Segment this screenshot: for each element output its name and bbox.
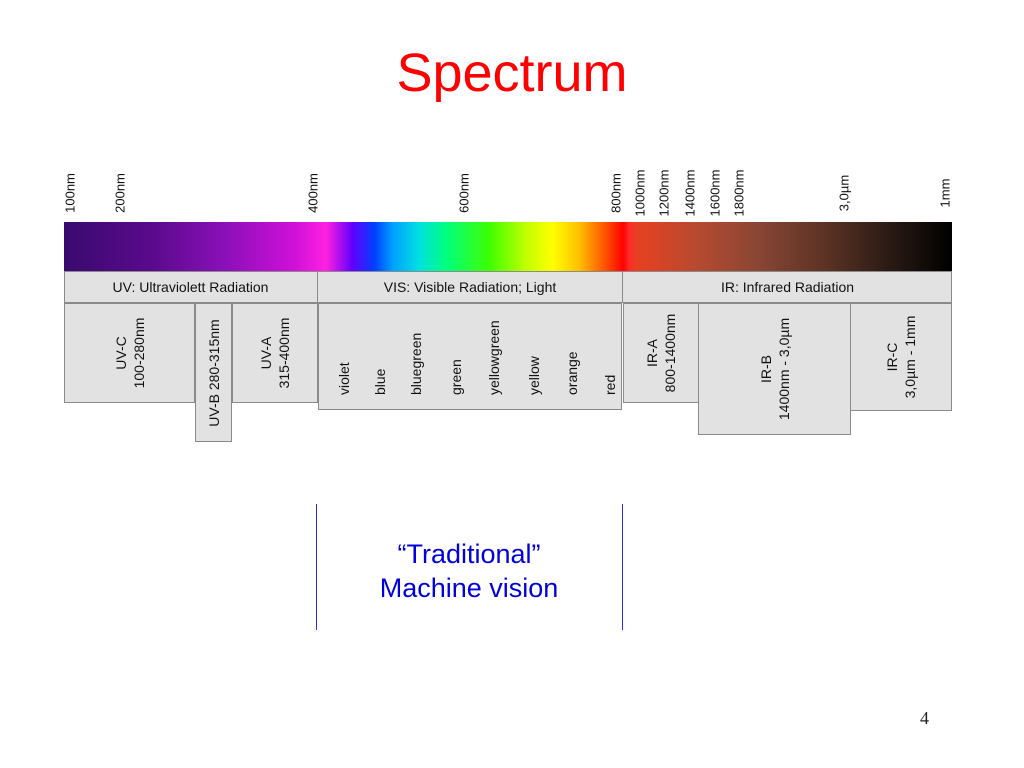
tick-3um: 3,0µm xyxy=(836,174,852,212)
band-ir-b-label: IR-B 1400nm - 3,0µm xyxy=(757,317,792,421)
tick-1600nm: 1600nm xyxy=(707,169,723,217)
region-label-uv: UV: Ultraviolett Radiation xyxy=(112,279,269,295)
band-uv-c: UV-C 100-280nm xyxy=(64,303,195,403)
tick-1400nm: 1400nm xyxy=(682,169,698,217)
band-uv-b-label: UV-B 280-315nm xyxy=(205,318,222,427)
machine-vision-label: “Traditional” Machine vision xyxy=(379,539,559,603)
band-uv-a: UV-A 315-400nm xyxy=(232,303,318,403)
slide-title: Spectrum xyxy=(396,43,628,103)
spectrum-bar xyxy=(64,222,952,271)
region-header-row xyxy=(64,271,952,303)
tick-1200nm: 1200nm xyxy=(656,169,672,217)
band-ir-c: IR-C 3,0µm - 1mm xyxy=(850,303,952,411)
color-yellowgreen: yellowgreen xyxy=(486,320,502,395)
color-bluegreen: bluegreen xyxy=(408,332,424,395)
color-green: green xyxy=(448,359,464,395)
machine-vision-left-bound xyxy=(316,504,317,630)
machine-vision-right-bound xyxy=(622,504,623,630)
tick-200nm: 200nm xyxy=(112,173,128,213)
band-uv-b: UV-B 280-315nm xyxy=(195,303,232,442)
tick-800nm: 800nm xyxy=(608,173,624,213)
tick-1800nm: 1800nm xyxy=(731,169,747,217)
color-blue: blue xyxy=(372,368,388,395)
region-label-vis: VIS: Visible Radiation; Light xyxy=(383,279,557,295)
band-ir-a-label: IR-A 800-1400nm xyxy=(644,313,678,393)
color-yellow: yellow xyxy=(526,356,542,395)
region-label-ir: IR: Infrared Radiation xyxy=(720,279,855,295)
region-divider-vis-ir xyxy=(622,271,623,303)
color-red: red xyxy=(602,374,618,395)
tick-100nm: 100nm xyxy=(62,173,78,213)
band-ir-a: IR-A 800-1400nm xyxy=(623,303,699,403)
color-violet: violet xyxy=(336,362,352,395)
band-uv-a-label: UV-A 315-400nm xyxy=(258,317,292,389)
tick-600nm: 600nm xyxy=(456,173,472,213)
band-uv-c-label: UV-C 100-280nm xyxy=(112,317,147,389)
band-visible-colors: violet blue bluegreen green yellowgreen … xyxy=(318,303,622,410)
region-divider-uv-vis xyxy=(317,271,318,303)
color-orange: orange xyxy=(564,351,580,395)
band-ir-b: IR-B 1400nm - 3,0µm xyxy=(698,303,851,435)
page-number: 4 xyxy=(920,708,929,728)
tick-1000nm: 1000nm xyxy=(632,169,648,217)
tick-1mm: 1mm xyxy=(937,178,953,208)
tick-400nm: 400nm xyxy=(305,173,321,213)
band-ir-c-label: IR-C 3,0µm - 1mm xyxy=(884,315,918,399)
